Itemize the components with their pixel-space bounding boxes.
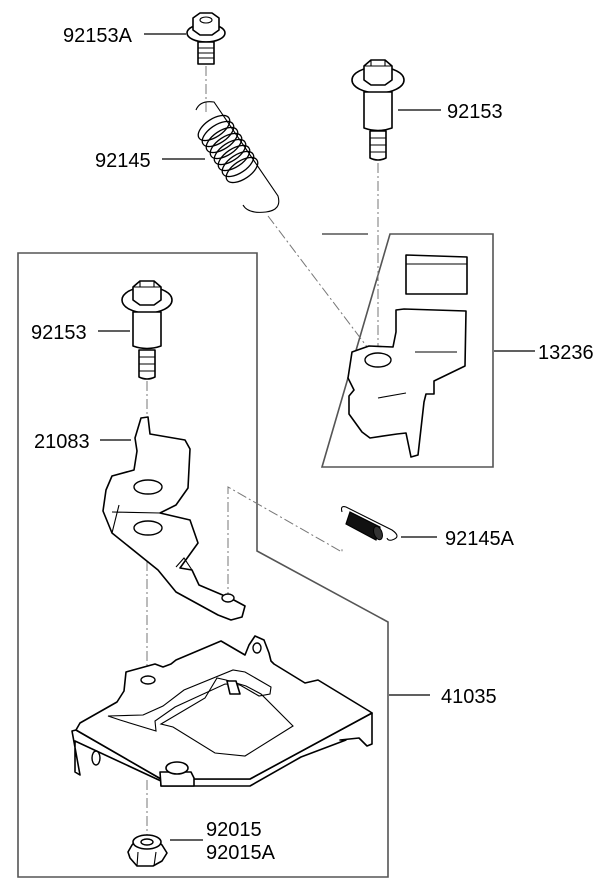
kit-frame-13236 — [320, 233, 494, 468]
callout-label-92015A[interactable]: 92015A — [206, 842, 276, 864]
base-plate-41035-icon[interactable] — [71, 635, 373, 787]
callout-label-41035[interactable]: 41035 — [441, 686, 497, 708]
callout-label-92153A[interactable]: 92153A — [63, 25, 133, 47]
callout-label-92015[interactable]: 92015 — [206, 819, 262, 841]
callout-label-21083[interactable]: 21083 — [34, 431, 90, 453]
callout-label-13236[interactable]: 13236 — [538, 342, 594, 364]
callout-label-92145A[interactable]: 92145A — [445, 528, 515, 550]
callout-label-92145[interactable]: 92145 — [95, 150, 151, 172]
callout-label-92153-lower[interactable]: 92153 — [31, 322, 87, 344]
callout-label-92153-upper[interactable]: 92153 — [447, 101, 503, 123]
lever-plate-13236-icon[interactable] — [347, 254, 468, 458]
shoulder-bolt-92153-upper-icon[interactable] — [351, 59, 405, 161]
assembly-frame-41035 — [17, 252, 389, 878]
control-lever-21083-icon[interactable] — [102, 416, 246, 621]
axis-line-92145A — [227, 486, 343, 602]
bolt-92153A-icon[interactable] — [186, 12, 226, 65]
shoulder-bolt-92153-lower-icon[interactable] — [121, 280, 173, 380]
spring-92145-icon[interactable] — [194, 101, 280, 213]
flange-nut-92015-icon[interactable] — [127, 834, 168, 867]
axis-line-92145-to-13236 — [267, 215, 378, 361]
spring-92145A-icon[interactable] — [340, 506, 398, 541]
